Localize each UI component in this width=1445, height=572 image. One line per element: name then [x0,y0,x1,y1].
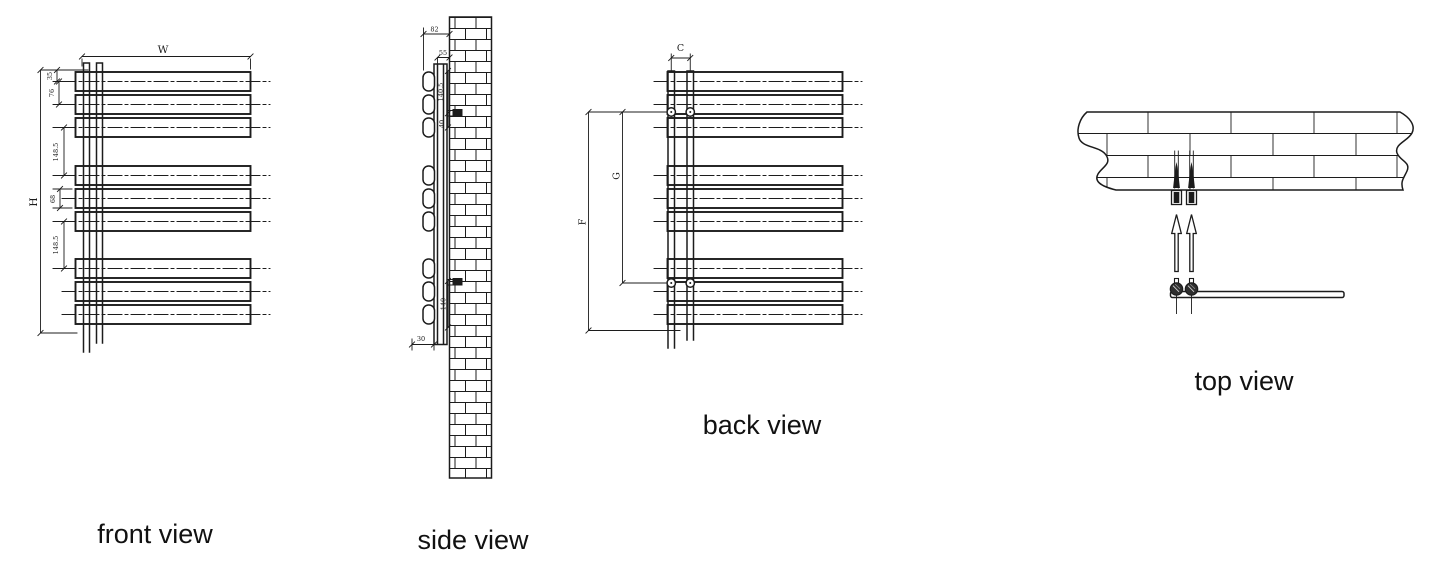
back-collector-pipes [667,70,695,349]
back-dim-g: G [612,172,623,180]
side-dim-82: 82 [430,26,438,34]
back-view: C F G back view [578,43,863,440]
top-brick-joints [1077,112,1414,190]
back-view-label: back view [703,410,822,440]
front-view: W H 35 76 148.5 68 148.5 front view [28,44,271,549]
front-dim-w: W [158,44,169,56]
back-dimension-lines [585,53,694,334]
side-view: 82 55 140.5 40 140 30 side view [408,16,529,555]
side-tube-sections [422,71,436,325]
top-brick-wall [1077,111,1414,191]
front-dim-148b: 148.5 [52,236,60,255]
front-dimension-lines [37,53,254,337]
back-mounting-holes [666,107,696,288]
top-view-label: top view [1194,366,1294,396]
side-dim-30: 30 [417,335,425,343]
back-dim-c: C [677,43,684,54]
side-dimension-lines [408,27,453,351]
front-dim-68: 68 [49,195,57,203]
top-view: top view [1077,111,1414,396]
front-dim-35: 35 [46,72,54,80]
front-dim-76: 76 [48,89,56,97]
assembly-direction-arrows [1171,213,1197,273]
back-tube-panel [653,71,863,325]
side-brick-wall [448,16,493,479]
side-dim-140b: 140 [440,298,448,310]
front-dim-h: H [28,197,40,206]
side-dim-140a: 140.5 [437,83,445,102]
front-collector-pipes [82,62,104,353]
front-view-label: front view [97,519,213,549]
side-view-label: side view [417,525,529,555]
side-wall-brackets [446,109,463,286]
back-dim-f: F [578,218,589,225]
radiator-top-profile-bar [1169,290,1345,299]
front-tube-panel [61,71,271,325]
front-dim-148a: 148.5 [52,143,60,162]
side-dim-40: 40 [438,120,446,128]
side-dim-55: 55 [439,49,447,57]
